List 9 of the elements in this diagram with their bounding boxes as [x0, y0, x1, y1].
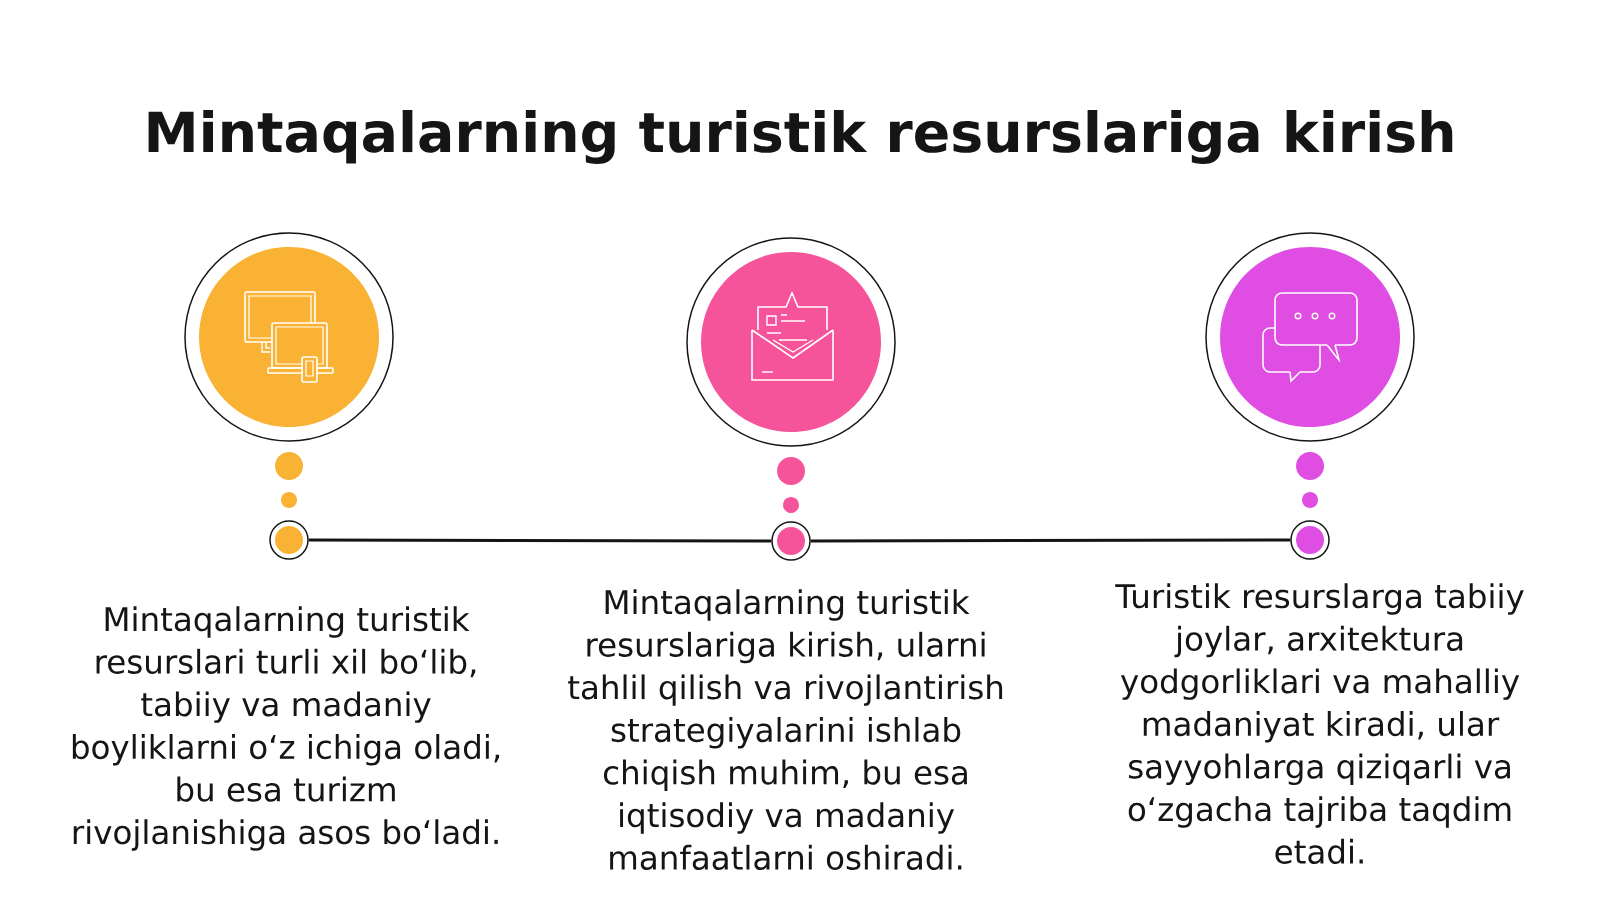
description-text: Mintaqalarning turistik resurslariga kirish, ularni tahlil qilish va rivojlantirish strategiyalarini ishlab chiqish muhim, bu esa iqtisodiy va madaniy manfaatlarni oshiradi. [568, 589, 1003, 870]
timeline-marker [771, 521, 811, 561]
timeline-line [810, 538, 1291, 543]
description-text: Turistik resurslarga tabiiy joylar, arxitektura yodgorliklari va mahalliy madaniyat kiradi, ular sayyohlarga qiziqarli va o‘zgacha tajriba taqdim etadi. [1115, 583, 1524, 864]
timeline-marker [269, 520, 309, 560]
timeline-marker [1290, 520, 1330, 560]
description-text: Mintaqalarning turistik resurslari turli xil bo‘lib, tabiiy va madaniy boyliklarni o‘z ichiga oladi, bu esa turizm rivojlanishiga asos bo‘ladi. [72, 606, 500, 851]
title: Mintaqalarning turistik resurslariga kirish [148, 110, 1453, 164]
timeline-line [308, 538, 772, 543]
